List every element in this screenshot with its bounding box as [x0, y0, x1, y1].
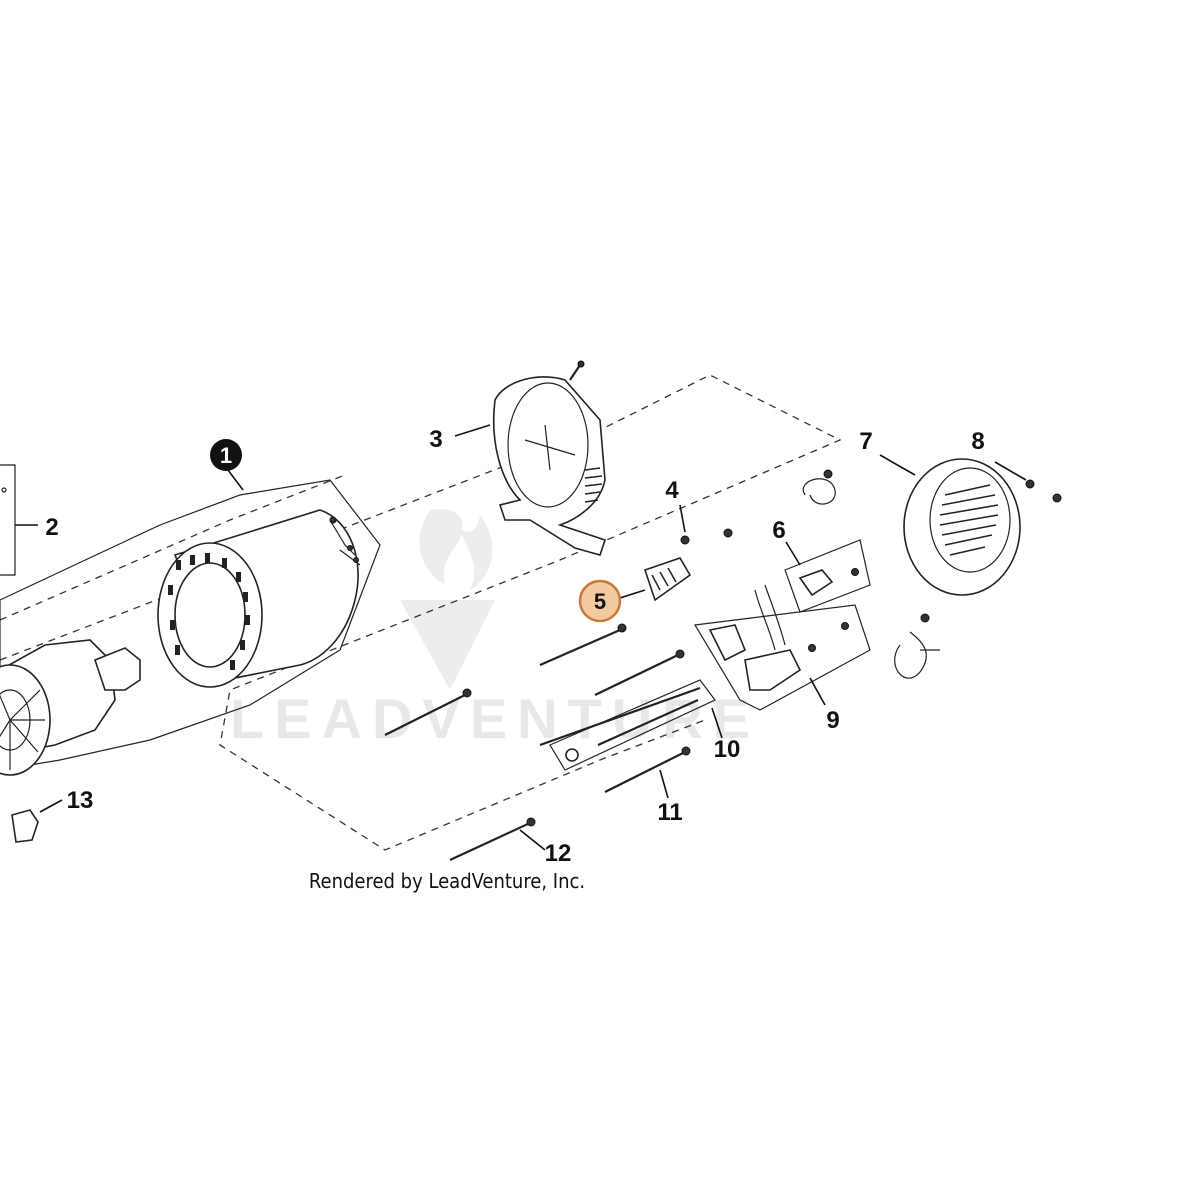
svg-text:1: 1 — [220, 443, 232, 468]
assembly-line-upper-left — [0, 474, 346, 621]
watermark-text: LEADVENTURE — [230, 687, 760, 750]
callout-11[interactable]: 11 — [657, 799, 682, 826]
callout-1[interactable]: 1 — [210, 439, 242, 471]
callout-5-highlighted[interactable]: 5 — [578, 579, 622, 623]
part-2-bracket — [0, 464, 38, 576]
part-13-rotor — [0, 639, 141, 843]
callout-9[interactable]: 9 — [826, 707, 839, 734]
callout-12[interactable]: 12 — [545, 840, 572, 867]
leadventure-watermark: LEADVENTURE — [230, 508, 760, 750]
callout-2[interactable]: 2 — [45, 514, 58, 541]
callout-7[interactable]: 7 — [859, 428, 872, 455]
callout-13[interactable]: 13 — [67, 787, 94, 814]
callout-6[interactable]: 6 — [772, 517, 785, 544]
part-1-stator — [0, 469, 381, 771]
part-6-module — [784, 469, 871, 613]
part-10-bolt-kit — [539, 679, 723, 771]
part-7-end-cover — [879, 454, 1021, 596]
part-8-screws — [994, 461, 1062, 503]
part-3-end-bell — [454, 360, 607, 556]
svg-text:5: 5 — [594, 589, 606, 614]
long-bolts — [384, 623, 685, 736]
part-11-bolt — [604, 746, 691, 799]
part-4-screws — [679, 504, 733, 545]
callout-10[interactable]: 10 — [714, 736, 741, 763]
part-5-brush-holder — [619, 557, 692, 602]
render-credit: Rendered by LeadVenture, Inc. — [309, 869, 585, 893]
assembly-dashed-outline — [0, 374, 842, 851]
part-9-regulator — [694, 584, 871, 711]
callout-3[interactable]: 3 — [429, 426, 442, 453]
callout-8[interactable]: 8 — [971, 428, 984, 455]
tie-wrap — [894, 613, 940, 679]
callout-4[interactable]: 4 — [665, 477, 679, 504]
part-12-bolt — [449, 817, 546, 861]
